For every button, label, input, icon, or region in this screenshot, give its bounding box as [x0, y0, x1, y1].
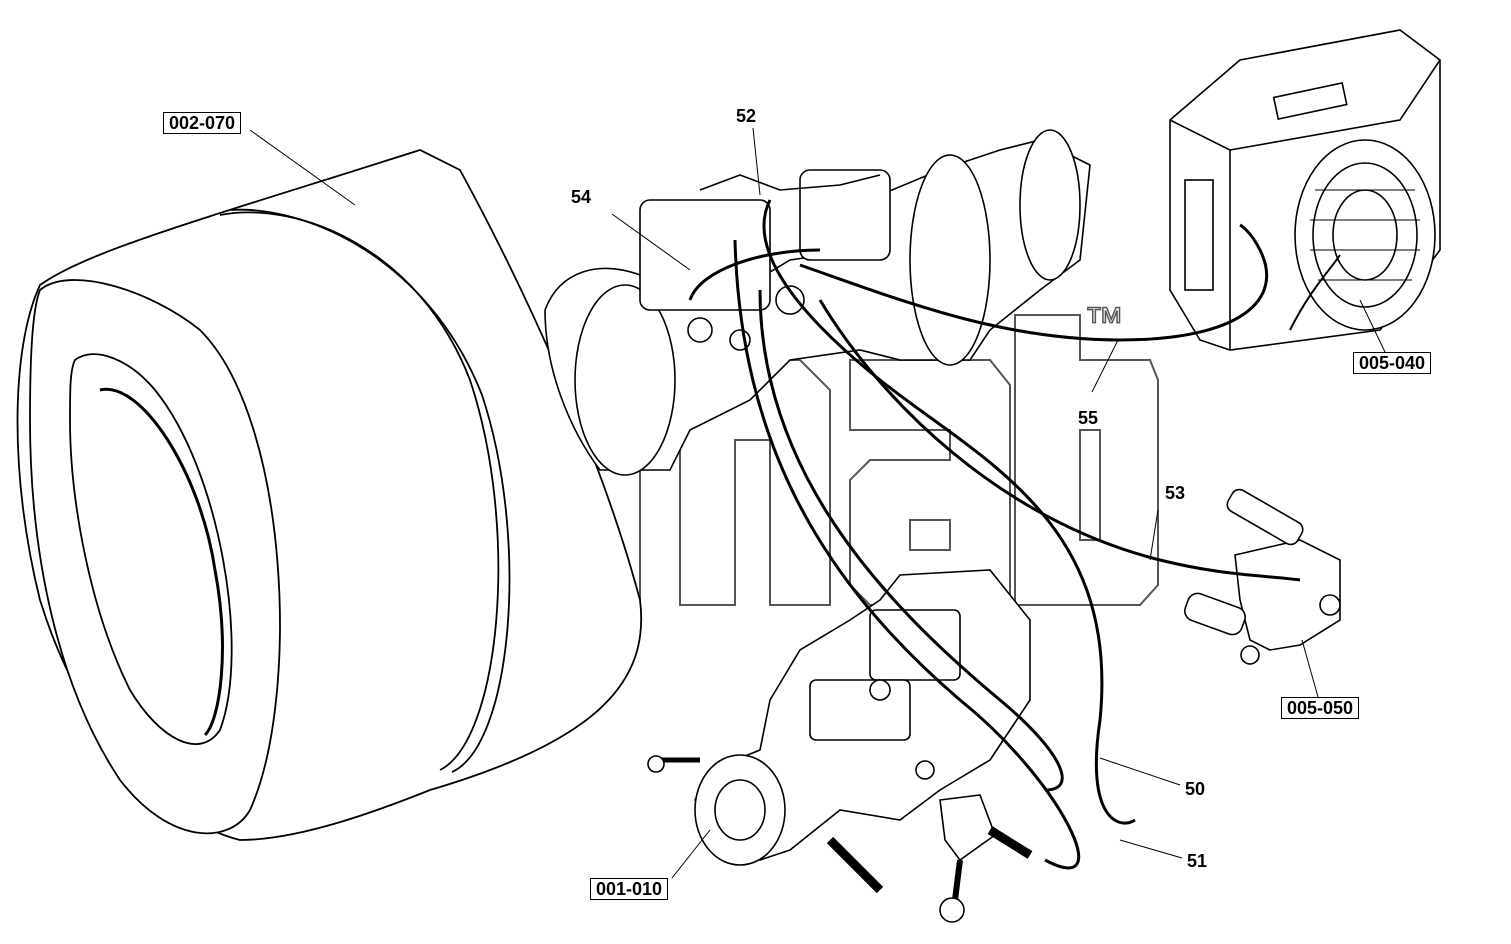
hose-55 — [799, 223, 1269, 342]
callout-54[interactable]: 54 — [571, 187, 592, 207]
callout-51[interactable]: 51 — [1187, 851, 1208, 871]
hose-52 — [762, 199, 1136, 825]
wheel-tire-assembly — [16, 129, 642, 841]
hydraulic-pump — [647, 569, 1033, 923]
callout-005-050[interactable]: 005-050 — [1281, 697, 1360, 719]
valve-block — [1184, 488, 1341, 698]
callout-005-040[interactable]: 005-040 — [1353, 352, 1432, 374]
callout-55[interactable]: 55 — [1078, 408, 1099, 428]
hose-50 — [758, 289, 1064, 792]
hose-51 — [733, 239, 1081, 870]
hose-53 — [818, 299, 1301, 582]
hydraulic-motor — [544, 127, 1091, 476]
callout-52[interactable]: 52 — [736, 106, 757, 126]
callout-53[interactable]: 53 — [1165, 483, 1186, 503]
callout-002-070[interactable]: 002-070 — [163, 112, 242, 134]
watermark-trademark: ™ — [1083, 299, 1126, 345]
callout-001-010[interactable]: 001-010 — [590, 878, 669, 900]
callout-50[interactable]: 50 — [1185, 779, 1206, 799]
hydraulic-hoses — [688, 199, 1341, 870]
oil-cooler — [1169, 29, 1441, 353]
hose-54 — [688, 248, 821, 301]
